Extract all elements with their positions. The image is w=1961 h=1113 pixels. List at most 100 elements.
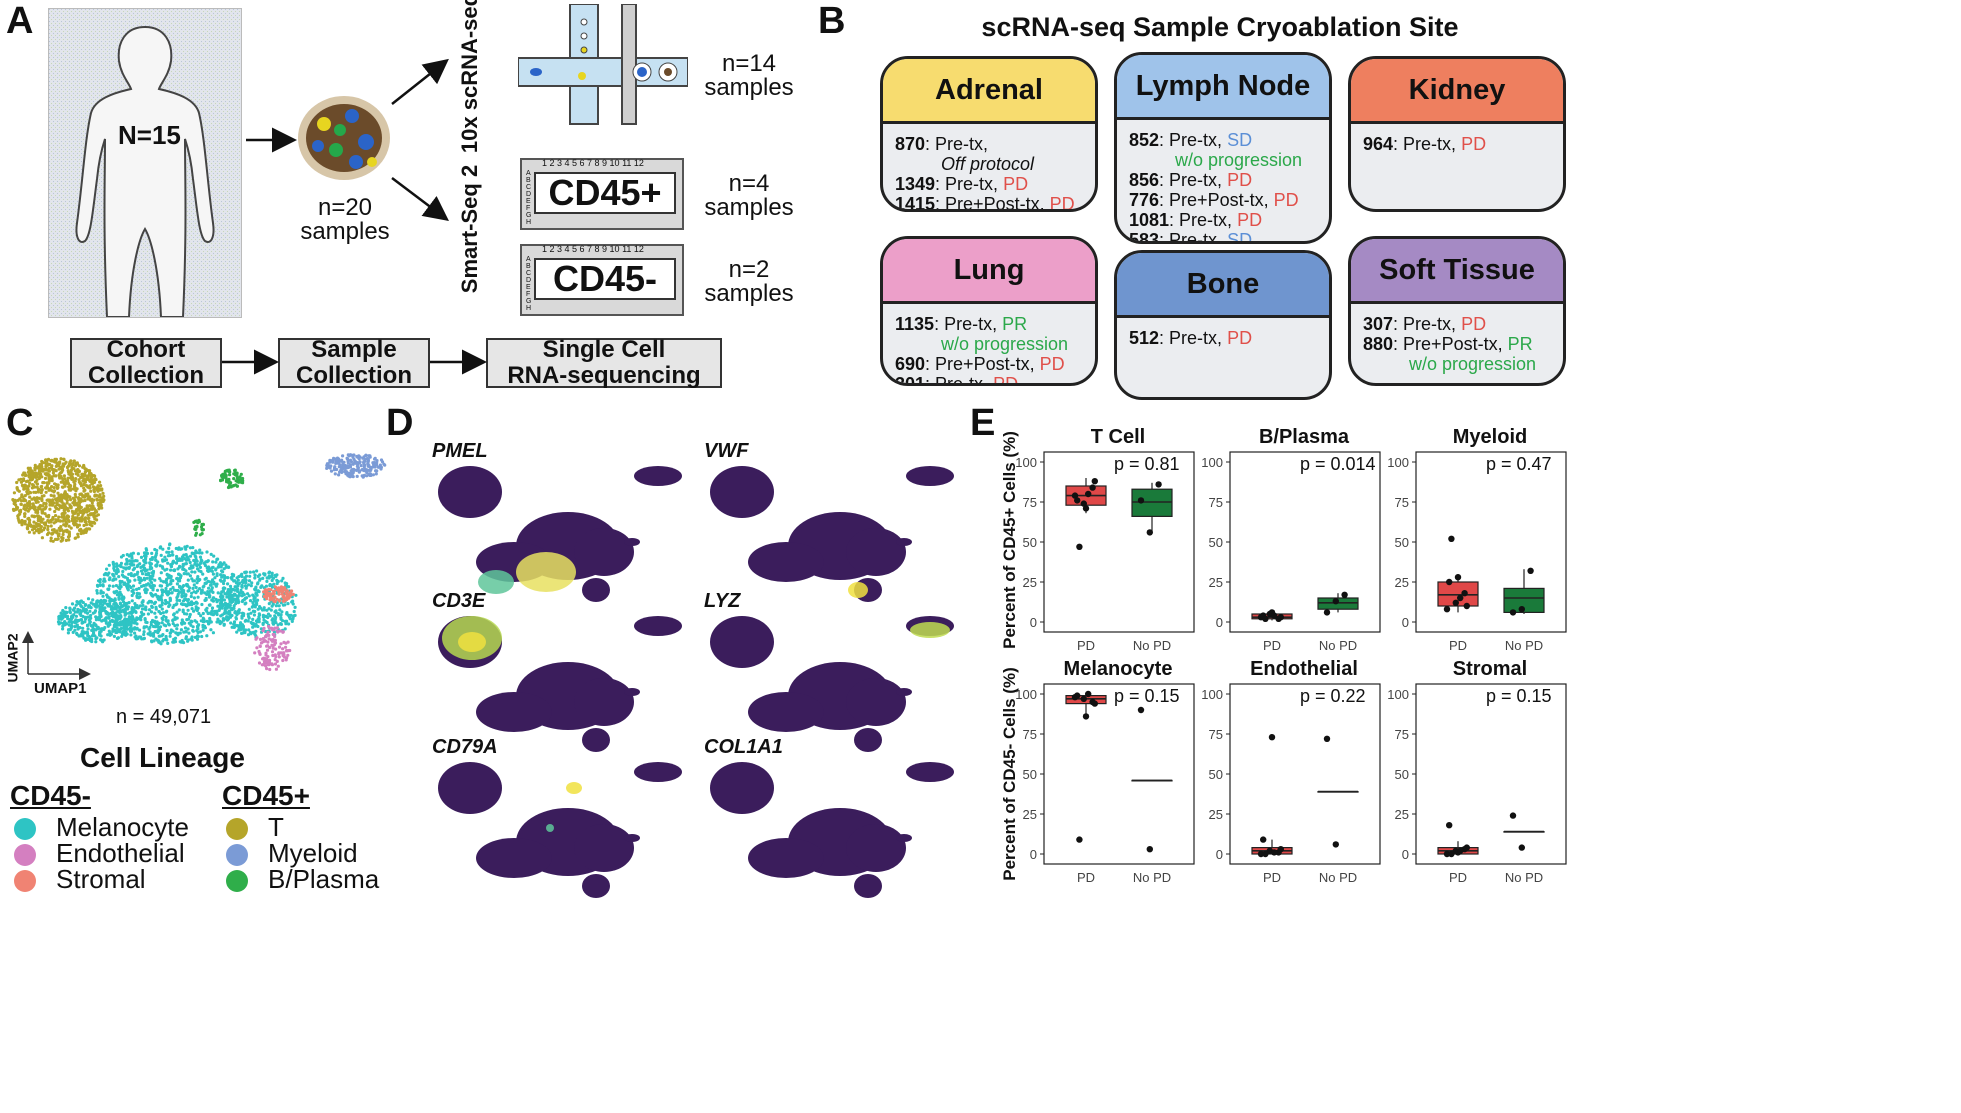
patient-id: 1135 [895, 314, 935, 334]
cohort-n: N=15 [118, 120, 181, 150]
site-entry: 852: Pre-tx, SD [1129, 130, 1317, 150]
y-tick-label: 50 [1023, 767, 1037, 782]
box [1131, 488, 1173, 518]
entry-text: : Pre-tx, [1393, 314, 1462, 334]
site-entry: 1135: Pre-tx, PR [895, 314, 1083, 334]
data-point [1091, 478, 1098, 485]
data-point [1443, 606, 1451, 613]
legend-label: B/Plasma [268, 864, 380, 894]
y-tick-label: 25 [1209, 807, 1223, 822]
y-tick-label: 25 [1395, 575, 1409, 590]
umap-melanocyte-main [95, 542, 241, 646]
site-entry: 856: Pre-tx, PD [1129, 170, 1317, 190]
patient-id: 1415 [895, 194, 936, 212]
x-tick-label: PD [1263, 638, 1281, 653]
tissue-sample-icon [298, 96, 390, 180]
data-point [1527, 567, 1534, 574]
data-point [1257, 850, 1265, 858]
data-point [1448, 535, 1455, 542]
response-status: PR [1507, 334, 1533, 354]
legend-swatch [14, 870, 36, 892]
panel-b-title: scRNA-seq Sample Cryoablation Site [981, 12, 1459, 42]
y-tick-label: 50 [1395, 767, 1409, 782]
data-point [1089, 484, 1096, 491]
patient-id: 852 [1129, 130, 1160, 150]
entry-text: : Pre-tx, [934, 314, 1003, 334]
site-entry: 1081: Pre-tx, PD [1129, 210, 1317, 230]
legend-label: Myeloid [268, 838, 358, 868]
y-tick-label: 25 [1209, 575, 1223, 590]
site-entry: 301: Pre-tx, PD [895, 374, 1083, 386]
response-status: PR [1002, 314, 1028, 334]
boxplot-title: Myeloid [1452, 426, 1528, 448]
response-status: PD [1461, 134, 1487, 154]
flow-cohort: Cohort Collection [70, 337, 222, 389]
panel-c-letter: C [6, 402, 34, 444]
site-name: Bone [1117, 253, 1329, 318]
data-point [1509, 812, 1517, 819]
site-entry: 880: Pre+Post-tx, PR [1363, 334, 1551, 354]
flow-arrows [222, 349, 487, 375]
data-point [1452, 599, 1459, 606]
data-point [1076, 836, 1083, 843]
y-tick-label: 100 [1387, 455, 1409, 470]
patient-id: 512 [1129, 328, 1160, 348]
site-entry: 964: Pre-tx, PD [1363, 134, 1551, 154]
umap-myeloid-cluster [325, 453, 387, 479]
response-status: SD [1227, 130, 1253, 150]
y-tick-label: 25 [1023, 807, 1037, 822]
data-point [1457, 847, 1464, 854]
y-tick-label: 75 [1209, 727, 1223, 742]
y-tick-label: 100 [1201, 455, 1223, 470]
entry-text: : Pre-tx, [1159, 230, 1228, 244]
data-point [1155, 481, 1162, 488]
plate-cd45pos-label: CD45+ [534, 172, 676, 214]
x-tick-label: PD [1077, 638, 1095, 653]
legend-swatch [226, 870, 248, 892]
response-status: PD [1461, 314, 1487, 334]
patient-id: 1349 [895, 174, 936, 194]
patient-id: 307 [1363, 314, 1394, 334]
data-point [1262, 850, 1269, 858]
flow-sequencing: Single Cell RNA-sequencing [486, 337, 722, 389]
site-entry: 512: Pre-tx, PD [1129, 328, 1317, 348]
data-point [1137, 497, 1145, 504]
x-tick-label: No PD [1133, 870, 1171, 885]
method-smart-label: Smart-Seq 2 [457, 164, 482, 294]
data-point [1443, 850, 1451, 858]
site-entry: 583: Pre-tx, SD [1129, 230, 1317, 244]
data-point [1071, 492, 1079, 499]
entry-note: w/o progression [1409, 354, 1537, 374]
data-point [1323, 609, 1331, 616]
site-entry: 690: Pre+Post-tx, PD [895, 354, 1083, 374]
x-tick-label: No PD [1505, 870, 1543, 885]
entry-text: : Pre+Post-tx, [925, 354, 1040, 374]
patient-id: 690 [895, 354, 926, 374]
patient-id: 870 [895, 134, 926, 154]
entry-text: : Pre-tx, [925, 374, 994, 386]
patient-id: 856 [1129, 170, 1160, 190]
entry-text: : Pre+Post-tx, [1159, 190, 1274, 210]
p-value: p = 0.15 [1486, 686, 1552, 706]
data-point [1448, 850, 1455, 858]
y-tick-label: 100 [1387, 687, 1409, 702]
data-point [1074, 497, 1081, 504]
site-entry: 1415: Pre+Post-tx, PD [895, 194, 1083, 212]
umap-axis-x: UMAP1 [34, 680, 87, 697]
data-point [1137, 706, 1145, 714]
site-card-bone: Bone 512: Pre-tx, PD [1114, 250, 1332, 400]
response-status: PD [1237, 210, 1263, 230]
umap-bplasma-cluster [219, 468, 245, 490]
x-tick-label: PD [1077, 870, 1095, 885]
site-entry: 776: Pre+Post-tx, PD [1129, 190, 1317, 210]
data-point [1463, 844, 1470, 851]
entry-text: : Pre-tx, [925, 134, 989, 154]
umap-n-cells: n = 49,071 [116, 706, 212, 728]
